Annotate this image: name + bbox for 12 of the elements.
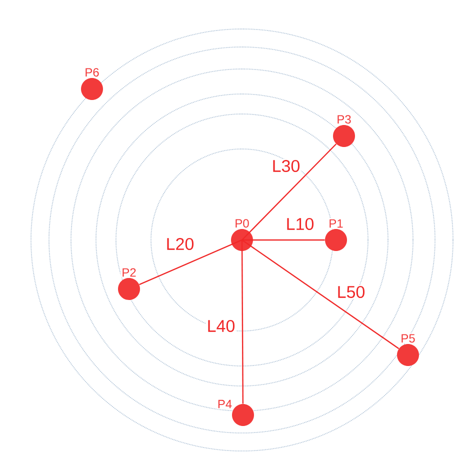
node-label: P3: [338, 115, 351, 124]
node-label: P0: [236, 219, 249, 228]
node-label: P4: [218, 400, 232, 408]
node-label: P6: [86, 68, 99, 77]
connector-line: [139, 239, 242, 286]
node-label: P2: [122, 268, 136, 277]
connector-line: [242, 144, 337, 240]
connector-line: [241, 240, 244, 404]
node-label: P5: [402, 334, 415, 343]
connector-line: [242, 240, 400, 350]
node-label: P1: [330, 219, 343, 228]
connector-line: [242, 239, 325, 241]
